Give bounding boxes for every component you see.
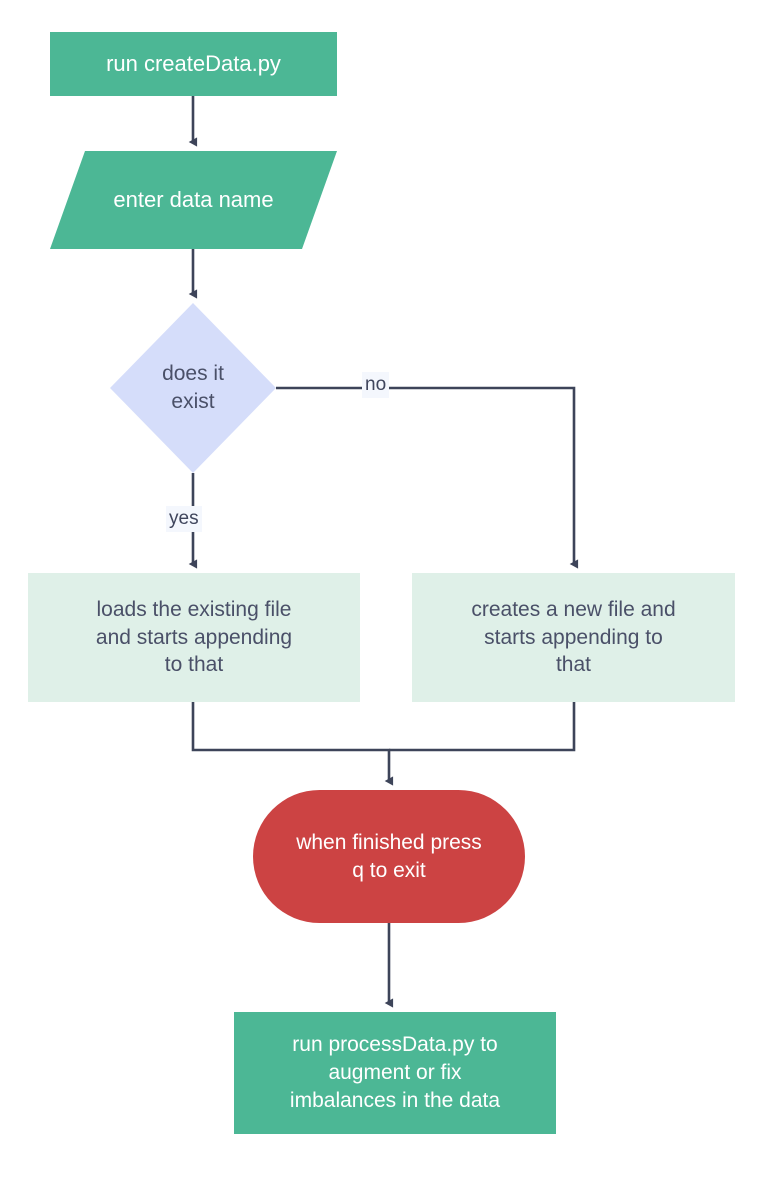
edge-does-it-exist-to-creates-new <box>276 386 579 569</box>
edge-creates-new-to-when-finished <box>389 702 576 752</box>
node-shape-when-finished[interactable] <box>253 790 525 923</box>
edge-label-no: no <box>362 372 390 398</box>
edge-loads-existing-to-when-finished <box>191 702 394 786</box>
node-shape-does-it-exist[interactable] <box>110 303 276 473</box>
node-shape-enter-data-name[interactable] <box>50 151 337 249</box>
node-shape-creates-new[interactable] <box>412 573 735 702</box>
node-shape-run-process[interactable] <box>234 1012 556 1134</box>
node-shape-loads-existing[interactable] <box>28 573 360 702</box>
node-shape-run-create-data[interactable] <box>50 32 337 96</box>
edge-label-yes: yes <box>166 506 202 532</box>
